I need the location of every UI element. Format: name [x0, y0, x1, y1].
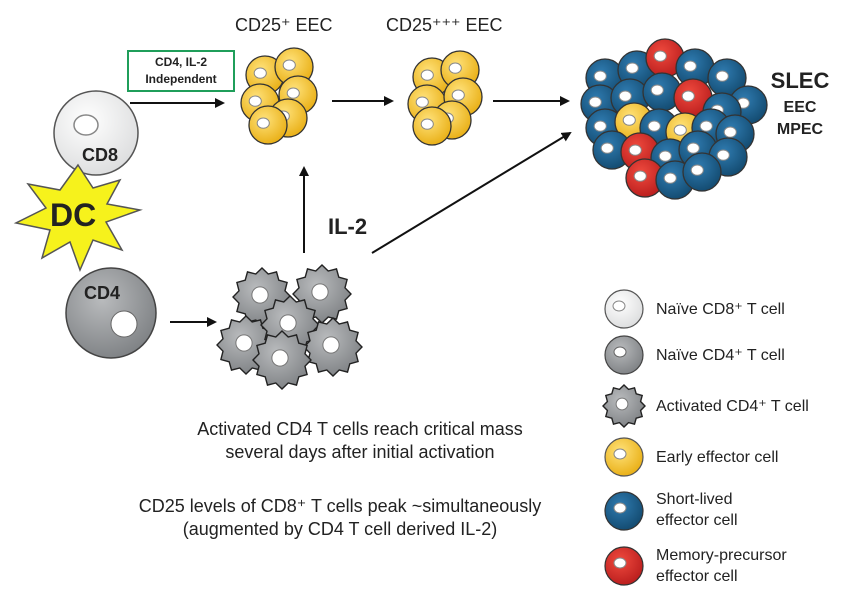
caption-line2: several days after initial activation [225, 442, 495, 462]
cd25-ppp-eec-label: CD25⁺⁺⁺ EEC [386, 15, 503, 35]
naive-cd4-cell [65, 267, 157, 359]
short-lived-effector-cell [592, 130, 632, 170]
dc-cell [13, 163, 143, 273]
early-effector-cell [412, 106, 452, 146]
legend-text: Naïve CD4⁺ T cell [656, 347, 785, 364]
arrows [130, 96, 572, 327]
short-lived-effector-cell-icon [604, 491, 644, 531]
early-effector-cell-icon [604, 437, 644, 477]
early-effector-cell [248, 105, 288, 145]
caption-line3: CD25 levels of CD8⁺ T cells peak ~simult… [138, 496, 542, 516]
legend-text: Early effector cell [656, 449, 779, 466]
activated-cd4-cluster [216, 264, 363, 390]
caption-line4: (augmented by CD4 T cell derived IL-2) [182, 519, 498, 539]
caption-line1: Activated CD4 T cells reach critical mas… [197, 419, 523, 439]
legend-text: Activated CD4⁺ T cell [656, 398, 809, 415]
il2-label: IL-2 [328, 214, 368, 239]
activated-cd4-cell-icon [602, 384, 646, 428]
cd25-eec-label: CD25⁺ EEC [235, 15, 333, 35]
naive-cd4-cell-icon [604, 335, 644, 375]
memory-precursor-cell [673, 78, 713, 118]
slec-label: SLEC [770, 68, 830, 93]
mpec-label: MPEC [776, 121, 824, 138]
cd8-label: CD8 [82, 145, 119, 165]
legend-text: Naïve CD8⁺ T cell [656, 301, 785, 318]
short-lived-effector-cell [675, 48, 715, 88]
cd4-label: CD4 [84, 283, 121, 303]
activated-cd4-cell [252, 330, 312, 390]
legend-icons [602, 289, 646, 586]
independent-box-line1: CD4, IL-2 [154, 55, 207, 69]
legend-text: Short-lived [656, 491, 733, 508]
naive-cd8-cell [53, 90, 139, 176]
legend-text-line2: effector cell [656, 512, 738, 529]
eec-label: EEC [783, 99, 817, 116]
effector-mixed-cluster [580, 38, 768, 200]
activated-cd4-cell-icon-shape [602, 384, 646, 428]
independent-box-line2: Independent [145, 72, 217, 86]
cd25-eec-cluster [240, 47, 318, 145]
naive-cd8-cell-icon [604, 289, 644, 329]
independent-box: CD4, IL-2 Independent [127, 50, 235, 92]
cd25-ppp-eec-cluster [407, 50, 483, 146]
memory-precursor-cell-icon [604, 546, 644, 586]
short-lived-effector-cell [707, 58, 747, 98]
legend-text: Memory-precursor [656, 547, 787, 564]
short-lived-effector-cell [682, 152, 722, 192]
arrow-activated-to-slec [371, 131, 572, 254]
legend-text-line2: effector cell [656, 568, 738, 585]
activated-cd4-cell [303, 317, 363, 377]
dc-label: DC [50, 197, 97, 233]
